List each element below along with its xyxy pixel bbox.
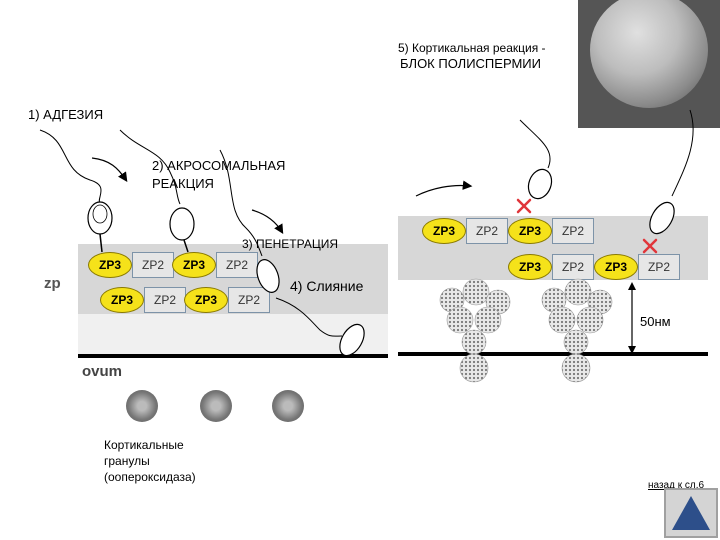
cortical-granule bbox=[126, 390, 158, 422]
scale-label: 50нм bbox=[640, 314, 671, 329]
zp3-protein: ZP3 bbox=[172, 252, 216, 278]
granules-label-3: (оопероксидаза) bbox=[104, 470, 196, 484]
zp2-protein: ZP2 bbox=[552, 254, 594, 280]
zp2-protein: ZP2 bbox=[144, 287, 186, 313]
sperm-tail bbox=[275, 297, 343, 337]
zp3-protein: ZP3 bbox=[100, 287, 144, 313]
exocytosis-granule bbox=[541, 278, 613, 383]
acrosome-label-2: РЕАКЦИЯ bbox=[152, 176, 214, 191]
sperm-tail bbox=[519, 119, 551, 169]
cortical-granule bbox=[272, 390, 304, 422]
sperm-head bbox=[169, 207, 195, 241]
zp3-protein: ZP3 bbox=[88, 252, 132, 278]
ovum-membrane-left bbox=[78, 354, 388, 358]
exocytosis-granule bbox=[439, 278, 511, 383]
sperm-tail bbox=[119, 129, 181, 205]
penetration-label: 3) ПЕНЕТРАЦИЯ bbox=[242, 237, 339, 251]
ovum-membrane-right bbox=[398, 352, 708, 356]
zp3-protein: ZP3 bbox=[508, 218, 552, 244]
triangle-up-icon bbox=[672, 496, 710, 530]
cortical-reaction-label-1: 5) Кортикальная реакция - bbox=[398, 41, 546, 55]
zp2-protein: ZP2 bbox=[552, 218, 594, 244]
sperm-head bbox=[649, 201, 675, 235]
arrow-icon bbox=[251, 209, 284, 235]
sperm-head bbox=[339, 323, 365, 357]
zp2-protein: ZP2 bbox=[216, 252, 258, 278]
zp3-protein: ZP3 bbox=[422, 218, 466, 244]
granules-label-2: гранулы bbox=[104, 454, 150, 468]
egg-photo bbox=[578, 0, 720, 128]
sperm-tail bbox=[219, 149, 263, 257]
sperm-head bbox=[527, 168, 553, 200]
acrosome-label-1: 2) АКРОСОМАЛЬНАЯ bbox=[152, 158, 286, 173]
fusion-label: 4) Слияние bbox=[290, 278, 364, 294]
cortical-reaction-label-2: БЛОК ПОЛИСПЕРМИИ bbox=[400, 56, 541, 71]
arrow-icon bbox=[91, 157, 128, 182]
ovum-label: ovum bbox=[82, 363, 123, 380]
zp3-protein: ZP3 bbox=[508, 254, 552, 280]
back-link[interactable]: назад к сл.6 bbox=[648, 480, 705, 491]
back-button[interactable] bbox=[664, 488, 718, 538]
block-x-icon bbox=[642, 238, 658, 254]
adhesion-label: 1) АДГЕЗИЯ bbox=[28, 107, 104, 122]
cortical-granule bbox=[200, 390, 232, 422]
sperm-tail bbox=[671, 109, 694, 197]
sperm-tail bbox=[39, 129, 102, 205]
sperm-head bbox=[256, 259, 280, 293]
zp3-protein: ZP3 bbox=[594, 254, 638, 280]
zp-label: zp bbox=[44, 275, 61, 292]
zp3-protein: ZP3 bbox=[184, 287, 228, 313]
sperm-head bbox=[87, 201, 113, 235]
arrow-icon bbox=[415, 180, 473, 197]
perivitelline-space-left bbox=[78, 314, 388, 356]
zp2-protein: ZP2 bbox=[638, 254, 680, 280]
granules-label-1: Кортикальные bbox=[104, 438, 184, 452]
zp2-protein: ZP2 bbox=[228, 287, 270, 313]
block-x-icon bbox=[516, 198, 532, 214]
zp2-protein: ZP2 bbox=[466, 218, 508, 244]
